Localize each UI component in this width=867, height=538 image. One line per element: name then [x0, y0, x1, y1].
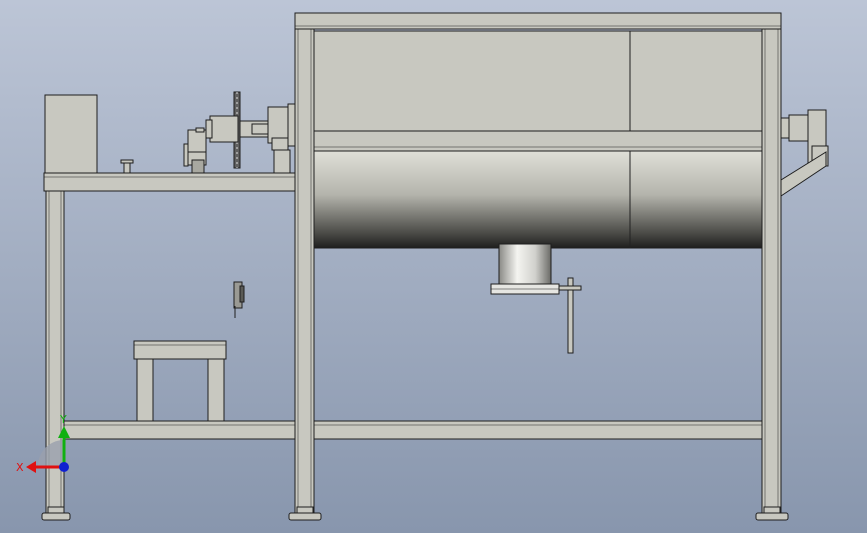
gear-reducer — [183, 127, 207, 174]
mixer-top-lid — [294, 12, 782, 30]
x-axis-label: X — [16, 461, 24, 474]
discharge-outlet — [490, 243, 560, 295]
tank-upper-body — [313, 30, 763, 132]
lower-crossbar-right — [313, 420, 763, 440]
lower-crossbar-left — [63, 420, 296, 440]
foot-left — [41, 512, 71, 521]
right-bearing — [780, 109, 829, 167]
control-box — [44, 94, 98, 174]
valve-handle — [233, 281, 245, 318]
foot-right — [755, 512, 789, 521]
motor-platform — [43, 172, 296, 192]
tank-flange-band — [313, 130, 763, 152]
tank-trough — [313, 150, 763, 249]
y-axis-label: Y — [59, 413, 67, 426]
small-stand — [133, 340, 227, 422]
right-diagonal-brace — [780, 151, 827, 197]
left-bearing — [267, 103, 296, 174]
coordinate-triad: X Y — [16, 413, 70, 474]
outlet-valve-lever — [558, 277, 582, 354]
foot-middle — [288, 512, 322, 521]
